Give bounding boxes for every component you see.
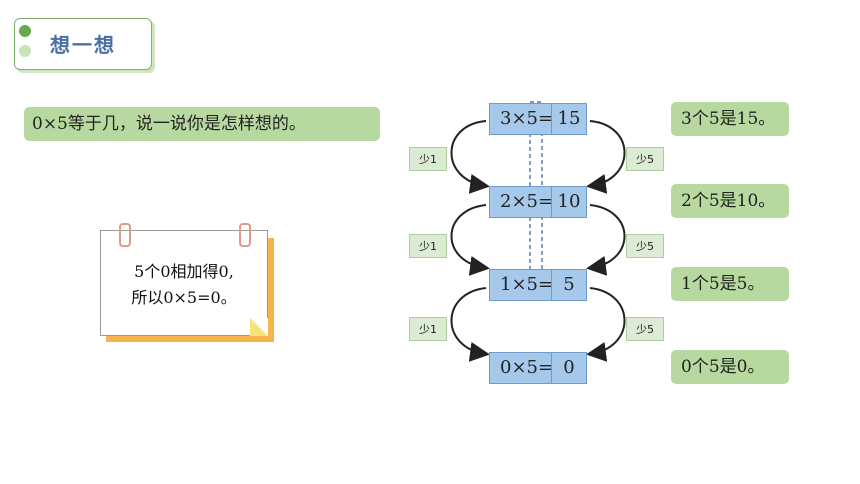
equation-lhs: 2×5= (500, 191, 554, 212)
title-tag: 想一想 (14, 18, 152, 70)
right-arc-1 (586, 120, 626, 194)
equation-result: 5 (551, 270, 586, 300)
step-label-right: 少5 (626, 317, 664, 341)
equation-row: 2×5= 10 (489, 186, 587, 218)
step-label-right: 少5 (626, 234, 664, 258)
equation-row: 0×5= 0 (489, 352, 587, 384)
equation-row: 3×5= 15 (489, 103, 587, 135)
result-label: 1个5是5。 (671, 267, 789, 301)
decor-dot (19, 25, 31, 37)
note-text: 5个0相加得0, 所以0×5=0。 (101, 259, 267, 311)
equation-result: 0 (551, 353, 586, 383)
left-arc-3 (450, 287, 490, 362)
equation-row: 1×5= 5 (489, 269, 587, 301)
right-arc-3 (586, 287, 626, 362)
step-label-left: 少1 (409, 234, 447, 258)
step-label-right: 少5 (626, 147, 664, 171)
equation-lhs: 3×5= (500, 108, 554, 129)
left-arc-1 (450, 120, 490, 194)
decor-dot (19, 45, 31, 57)
equation-result: 10 (551, 187, 586, 217)
note-card: 5个0相加得0, 所以0×5=0。 (100, 223, 268, 336)
equation-lhs: 1×5= (500, 274, 554, 295)
right-arc-2 (586, 204, 626, 276)
note-line-2: 所以0×5=0。 (131, 288, 237, 307)
equation-result: 15 (551, 104, 586, 134)
step-label-left: 少1 (409, 317, 447, 341)
paper-clip-icon (119, 223, 131, 247)
note-line-1: 5个0相加得0, (134, 262, 234, 281)
step-label-left: 少1 (409, 147, 447, 171)
equation-lhs: 0×5= (500, 357, 554, 378)
result-label: 3个5是15。 (671, 102, 789, 136)
page-title: 想一想 (50, 33, 116, 57)
question-banner: 0×5等于几，说一说你是怎样想的。 (24, 107, 380, 141)
paper-clip-icon (239, 223, 251, 247)
result-label: 2个5是10。 (671, 184, 789, 218)
page-curl-icon (250, 318, 268, 336)
left-arc-2 (450, 204, 490, 276)
result-label: 0个5是0。 (671, 350, 789, 384)
